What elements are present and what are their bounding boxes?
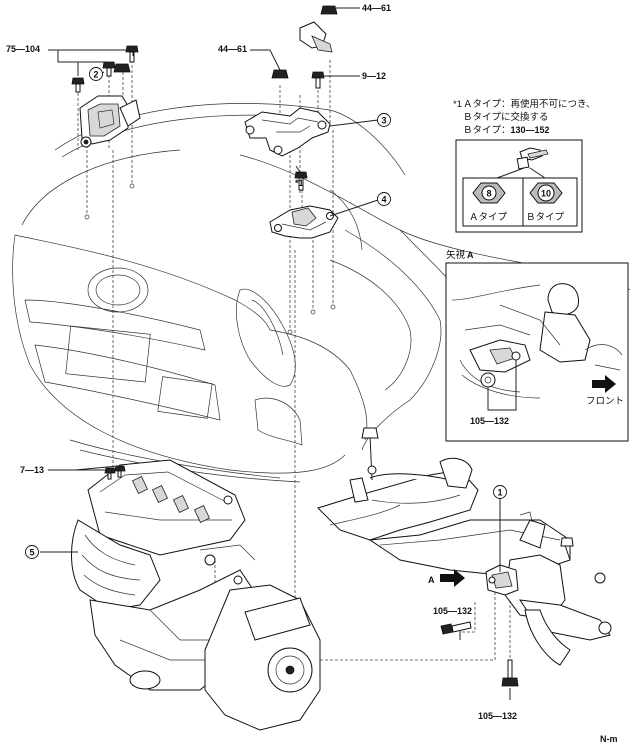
- torque-label-7-13: 7—13: [20, 465, 44, 475]
- note-line-1: Ａタイプ：再使用不可につき、: [463, 98, 595, 110]
- engine-assembly: [71, 459, 321, 731]
- arrow-right-icon: [440, 569, 465, 587]
- mount-bracket-upper: [244, 69, 331, 157]
- type-b-mark: 10: [541, 189, 551, 199]
- bolt-type-note: *1 Ａタイプ：再使用不可につき、 Ｂタイプに交換する Ｂタイプ：130—152: [453, 98, 595, 136]
- callout-3: 3: [377, 113, 391, 127]
- note-mark: *1: [453, 99, 462, 110]
- callout-1: 1: [493, 485, 507, 499]
- bolt-group-engine: [104, 465, 126, 480]
- torque-label-105-132-bottom: 105—132: [478, 711, 517, 721]
- nut-icon: [113, 63, 131, 73]
- bolt-icon: [102, 61, 116, 77]
- bolt-group-crossmember: [440, 621, 519, 687]
- bolt-icon: [71, 77, 85, 93]
- torque-label-105-132-view: 105—132: [470, 416, 509, 426]
- torque-label-105-132-left: 105—132: [433, 606, 472, 616]
- arrow-a-letter: A: [428, 575, 435, 585]
- bolt-icon: [440, 621, 472, 635]
- type-a-bolt-head: 8: [472, 182, 506, 204]
- callout-4: 4: [377, 192, 391, 206]
- callout-1-number: 1: [497, 488, 502, 498]
- type-b-label: Ｂタイプ: [526, 212, 565, 223]
- front-arrow-icon: [592, 375, 616, 393]
- bolt-icon: [114, 465, 126, 478]
- torque-label-44-61-mid: 44—61: [218, 44, 247, 54]
- nut-icon: [320, 5, 338, 15]
- nut-icon: [271, 69, 289, 79]
- type-a-label: Ａタイプ: [469, 212, 508, 223]
- bolt-icon: [501, 659, 519, 687]
- mount-bracket-lower: [269, 171, 339, 239]
- star-mark: *1: [295, 178, 304, 188]
- torque-label-44-61-top: 44—61: [362, 3, 391, 13]
- bolt-type-box: 8 10 Ａタイプ Ｂタイプ: [455, 139, 583, 233]
- bolt-icon: [311, 71, 325, 89]
- front-label: フロント: [586, 396, 624, 407]
- view-arrow-a: A: [428, 569, 465, 587]
- callout-5-number: 5: [29, 548, 34, 558]
- bolt-icon: [104, 467, 116, 480]
- type-b-bolt-head: 10: [529, 182, 563, 204]
- engine-mount-upper: [79, 95, 141, 148]
- top-bracket-clip: [299, 5, 338, 53]
- callout-4-number: 4: [381, 195, 386, 205]
- note-line-2: Ｂタイプに交換する: [463, 111, 549, 123]
- bolt-icon: [516, 147, 549, 170]
- bolt-icon: [125, 45, 139, 63]
- callout-2: 2: [89, 67, 103, 81]
- page-code: N-m: [600, 734, 618, 744]
- callout-5: 5: [25, 545, 39, 559]
- callout-2-number: 2: [93, 70, 98, 80]
- type-a-mark: 8: [486, 189, 491, 199]
- bolt-icon: [294, 171, 308, 191]
- callout-3-number: 3: [381, 116, 386, 126]
- bolt-group-mount-upper: [71, 45, 139, 93]
- torque-label-75-104: 75—104: [6, 44, 40, 54]
- front-crossmember: [317, 427, 612, 666]
- note-line-3: Ｂタイプ：130—152: [463, 125, 550, 136]
- torque-label-9-12: 9—12: [362, 71, 386, 81]
